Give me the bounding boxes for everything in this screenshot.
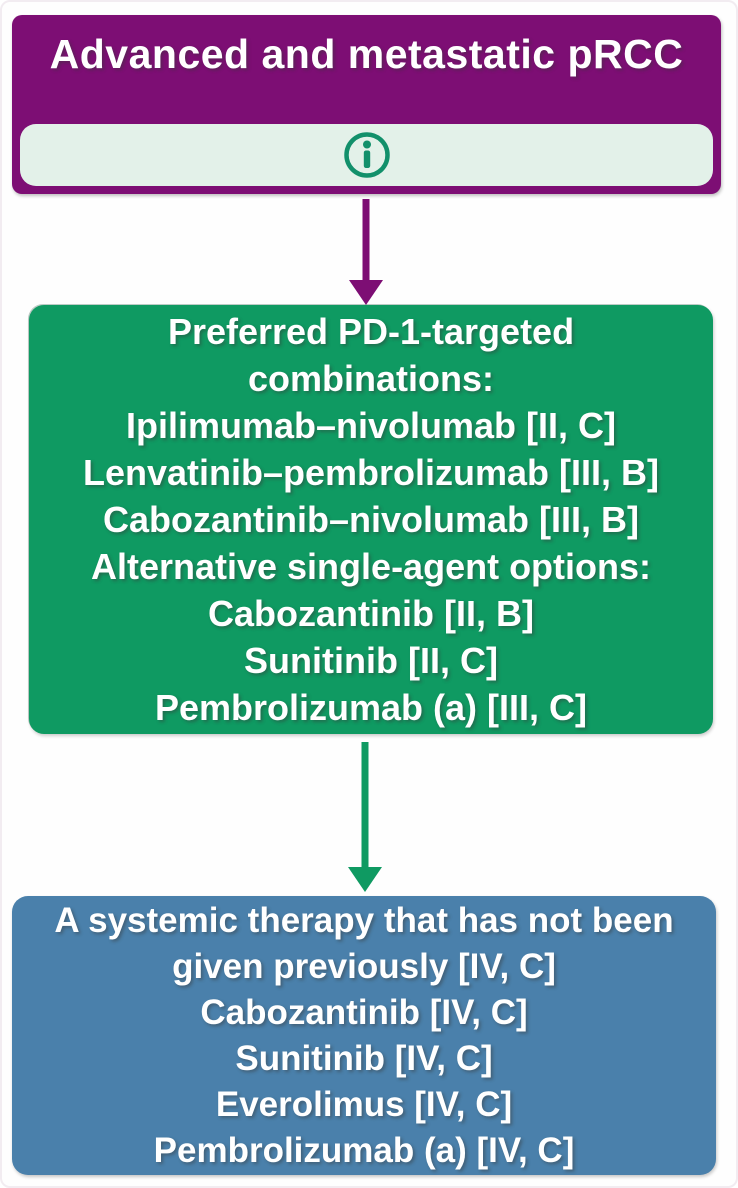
text-line: Lenvatinib–pembrolizumab [III, B] bbox=[82, 452, 660, 493]
text-line: Pembrolizumab (a) [III, C] bbox=[154, 687, 588, 728]
text-line: Cabozantinib–nivolumab [III, B] bbox=[102, 499, 639, 540]
text-line: Cabozantinib [IV, C] bbox=[200, 992, 528, 1032]
text-line: Ipilimumab–nivolumab [II, C] bbox=[125, 405, 617, 446]
text-line: Preferred PD-1-targeted bbox=[167, 311, 575, 352]
down-arrow-purple bbox=[349, 199, 383, 305]
text-line: Pembrolizumab (a) [IV, C] bbox=[153, 1130, 575, 1170]
node-advanced-metastatic-prcc: Advanced and metastatic pRCC bbox=[12, 15, 721, 194]
info-button[interactable] bbox=[20, 124, 713, 186]
text-line: Sunitinib [IV, C] bbox=[235, 1038, 493, 1078]
info-icon bbox=[343, 132, 390, 178]
text-line: Sunitinib [II, C] bbox=[244, 640, 498, 681]
text-line: Alternative single-agent options: bbox=[90, 546, 652, 587]
text-line: given previously [IV, C] bbox=[172, 946, 556, 986]
text-line: combinations: bbox=[247, 358, 494, 399]
node-preferred-pd1-combinations: Preferred PD-1-targeted combinations: Ip… bbox=[29, 305, 713, 734]
page-title: Advanced and metastatic pRCC bbox=[49, 31, 684, 77]
text-line: A systemic therapy that has not been bbox=[54, 900, 674, 940]
text-line: Cabozantinib [II, B] bbox=[208, 593, 534, 634]
down-arrow-green bbox=[348, 742, 382, 892]
text-line: Everolimus [IV, C] bbox=[215, 1084, 513, 1124]
node-subsequent-systemic-therapy: A systemic therapy that has not been giv… bbox=[12, 896, 716, 1175]
